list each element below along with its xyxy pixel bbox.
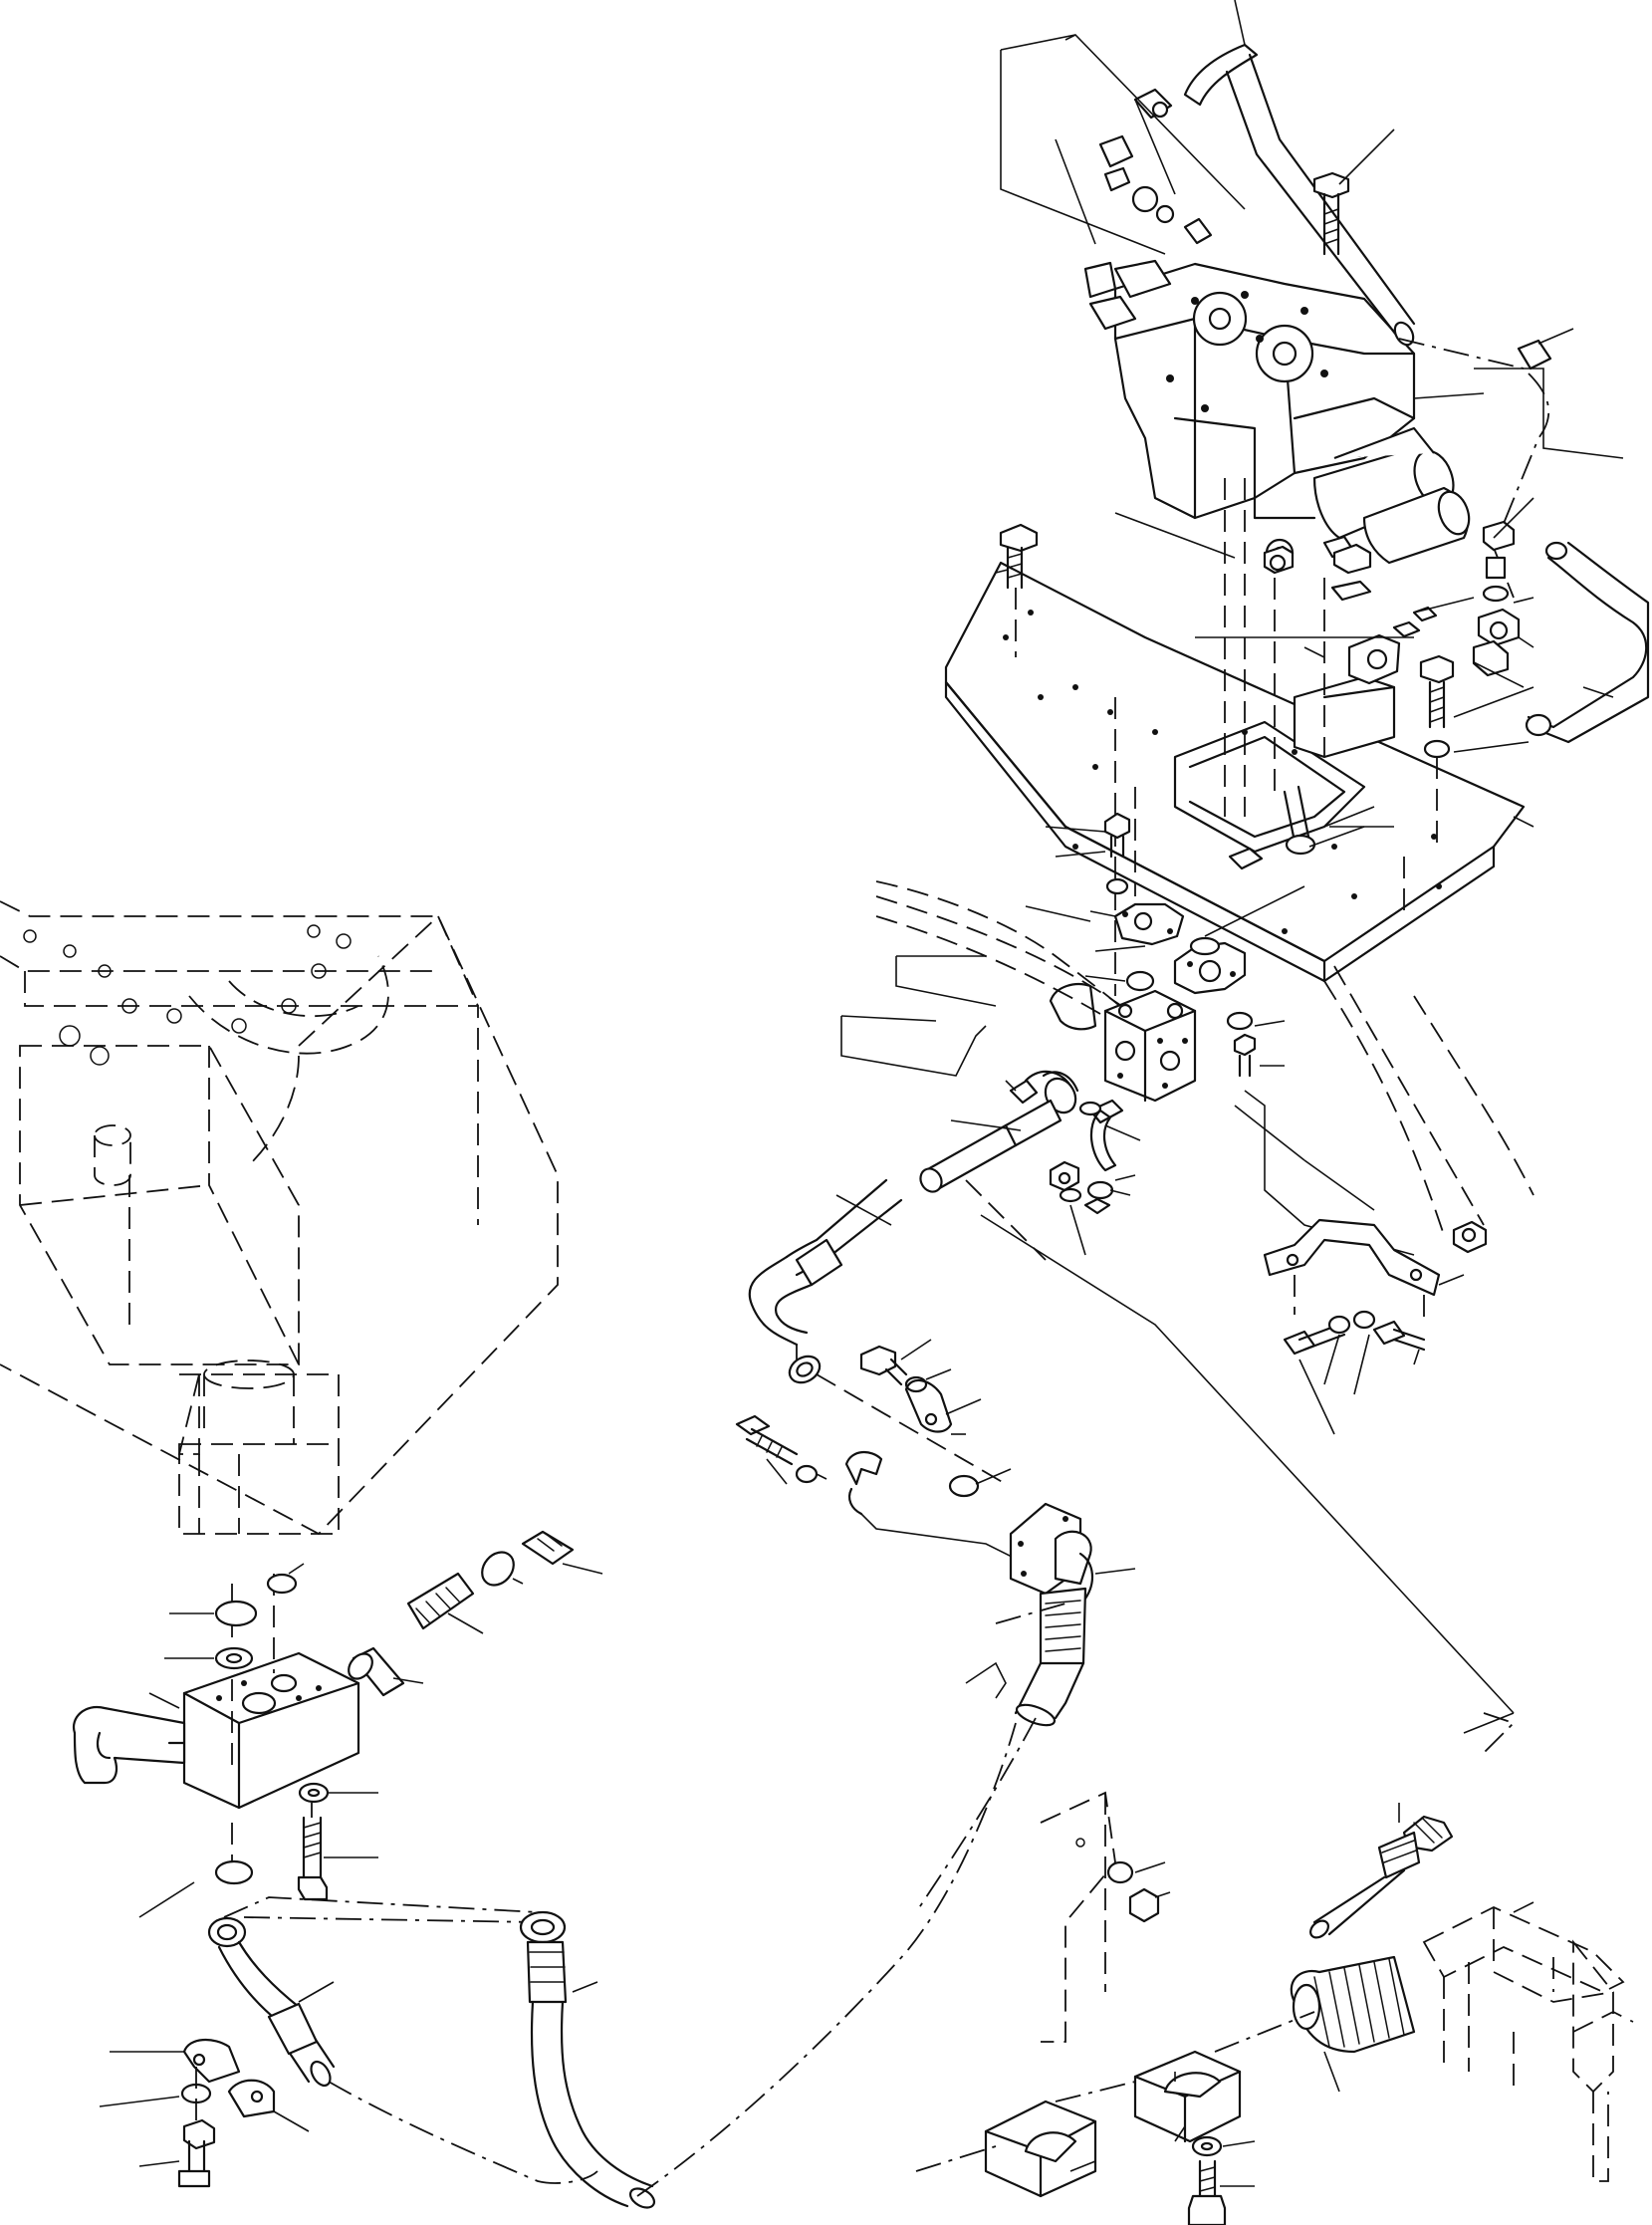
bracket [1263, 1218, 1488, 1435]
pump-block [840, 697, 1534, 1236]
frame-bracket [1040, 1791, 1634, 2182]
fasteners-upper [995, 478, 1534, 916]
clamp-block [915, 1712, 1516, 2225]
suction-hose [99, 1916, 598, 2188]
hydraulic-tank [0, 900, 559, 1536]
mounting-plate [944, 561, 1526, 983]
guide-lines [835, 965, 1515, 1714]
hose-fitting [919, 1070, 1141, 1256]
control-valve [1083, 259, 1471, 568]
pressure-hose [748, 1178, 1007, 1485]
rubber-boot [1290, 1803, 1454, 2093]
return-hose [223, 1722, 1017, 2209]
relief-manifold [72, 1530, 603, 1918]
hose-route [915, 1603, 1515, 1913]
upper-pipe [1000, 0, 1416, 347]
split-flange-center [735, 1339, 1017, 1560]
flange-adapter [965, 1502, 1136, 1727]
right-route [1398, 328, 1650, 744]
